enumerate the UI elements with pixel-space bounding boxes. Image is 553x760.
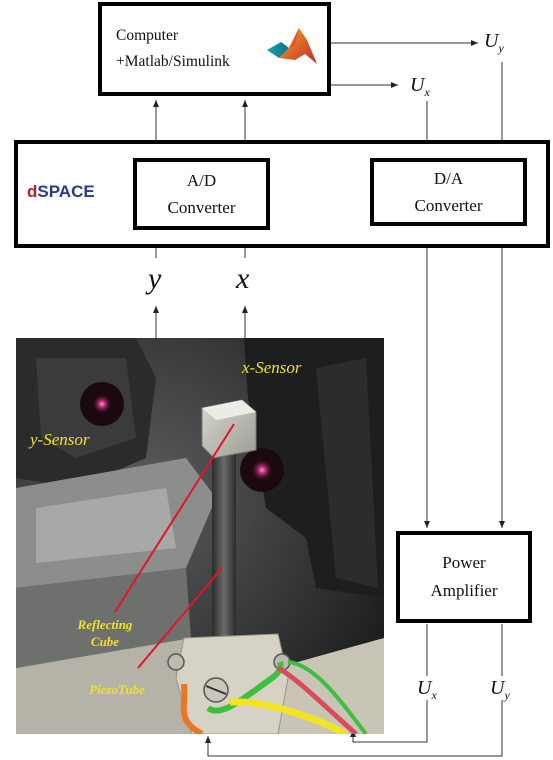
signal-uy-bottom-sub: y: [504, 688, 510, 702]
y-sensor-label: y-Sensor: [30, 430, 90, 449]
pointer-piezotube: [137, 567, 223, 669]
computer-label-line1: Computer: [116, 27, 178, 44]
signal-uy-top-sub: y: [498, 41, 504, 55]
reflecting-cube-label-line2: Cube: [90, 634, 120, 649]
reflecting-cube-label-line1: Reflecting: [77, 617, 133, 632]
power-amplifier-line2: Amplifier: [430, 581, 498, 600]
signal-uy-top: Uy: [484, 30, 504, 56]
da-converter-line2: Converter: [414, 196, 483, 215]
signal-uy-top-base: U: [484, 30, 499, 52]
dspace-logo-d: d: [27, 182, 38, 201]
signal-y: y: [148, 262, 162, 295]
signal-ux-top: Ux: [410, 74, 430, 100]
matlab-logo-icon: [267, 28, 317, 64]
da-converter-box: D/A Converter: [370, 158, 527, 226]
sensor-photo: x-Sensor y-Sensor Reflecting Cube PiezoT…: [16, 338, 384, 734]
piezotube-label: PiezoTube: [89, 682, 145, 697]
signal-uy-bottom-base: U: [490, 677, 505, 699]
power-amplifier-box: Power Amplifier: [396, 531, 532, 623]
sensor-photo-illustration: [16, 338, 384, 734]
signal-x: x: [236, 262, 250, 295]
signal-ux-bottom-base: U: [417, 677, 432, 699]
pointer-reflecting-cube: [114, 423, 235, 613]
power-amplifier-line1: Power: [442, 553, 486, 572]
signal-ux-top-base: U: [410, 74, 425, 96]
dspace-logo-rest: SPACE: [37, 182, 95, 201]
computer-box: Computer +Matlab/Simulink: [98, 2, 331, 96]
x-sensor-label: x-Sensor: [242, 358, 302, 377]
ad-converter-box: A/D Converter: [133, 158, 270, 230]
signal-ux-bottom-sub: x: [431, 688, 437, 702]
computer-label: Computer +Matlab/Simulink: [102, 23, 230, 75]
wire-uy-to-piezo: [205, 700, 503, 757]
signal-ux-bottom: Ux: [417, 677, 437, 703]
wire-ux-to-piezo: [350, 700, 428, 743]
reflecting-cube-label: Reflecting Cube: [60, 616, 150, 650]
signal-ux-top-sub: x: [424, 85, 430, 99]
ad-converter-line1: A/D: [186, 171, 217, 190]
signal-uy-bottom: Uy: [490, 677, 510, 703]
computer-label-line2: +Matlab/Simulink: [116, 53, 230, 70]
dspace-logo: dSPACE: [27, 182, 95, 202]
da-converter-line1: D/A: [433, 169, 464, 188]
ad-converter-line2: Converter: [167, 198, 236, 217]
